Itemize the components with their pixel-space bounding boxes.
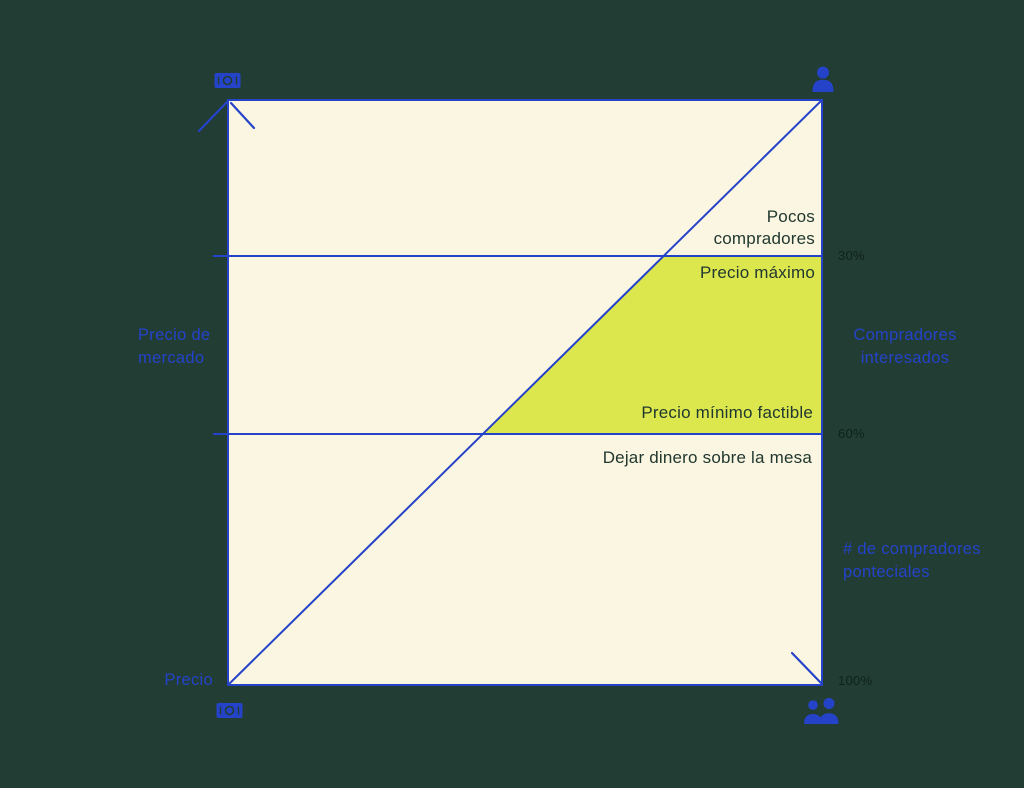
tick-label-30-percent: 30% (838, 248, 865, 263)
highlight-region (482, 256, 822, 434)
label-dejar-dinero-sobre-la-mesa: Dejar dinero sobre la mesa (602, 448, 812, 467)
people-icon (804, 698, 839, 724)
label-pocos-compradores: Pocos compradores (713, 207, 815, 248)
money-bill-icon (216, 703, 243, 718)
y-axis-arrowhead-right-barb (229, 101, 256, 130)
tick-label-60-percent: 60% (838, 426, 865, 441)
axis-label-compradores-potenciales: # de compradores ponteciales (843, 540, 981, 581)
tick-label-100-percent: 100% (838, 673, 873, 688)
label-precio-minimo-factible: Precio mínimo factible (641, 403, 813, 422)
label-precio-maximo: Precio máximo (699, 263, 815, 282)
x-axis-arrowhead-barb (790, 651, 823, 685)
axis-label-precio-de-mercado: Precio de mercado (138, 326, 211, 367)
axis-label-compradores-interesados: Compradores interesados (853, 326, 957, 367)
person-icon (812, 66, 834, 92)
money-bill-icon (214, 73, 241, 88)
demand-diagonal-line (227, 99, 823, 686)
y-axis-arrowhead-left-barb (197, 100, 229, 133)
chart-border (227, 99, 823, 686)
axis-label-precio: Precio (164, 671, 213, 689)
